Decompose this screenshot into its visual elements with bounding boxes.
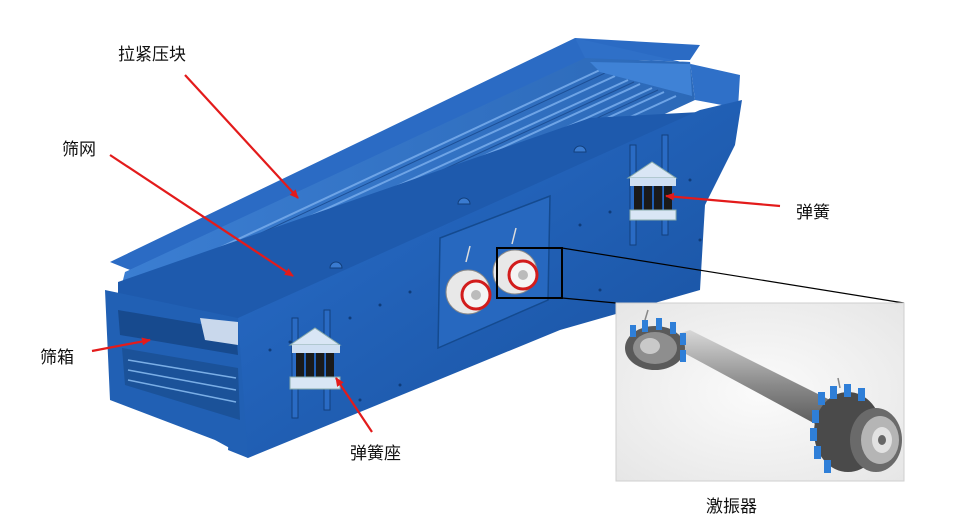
label-spring-seat: 弹簧座 xyxy=(350,444,401,464)
arrow-spring-seat xyxy=(335,377,373,433)
arrow-spring xyxy=(665,192,781,208)
arrow-clamp-block xyxy=(184,74,299,199)
exciter-flywheel-left xyxy=(625,318,686,370)
arrow-screen-box xyxy=(91,337,151,353)
label-spring: 弹簧 xyxy=(796,203,830,223)
label-clamp-block: 拉紧压块 xyxy=(118,45,186,65)
vibrating-screen-machine xyxy=(105,38,742,458)
label-screen-box: 筛箱 xyxy=(40,348,74,368)
leader-arrows xyxy=(91,74,781,433)
exciter-flywheel-right xyxy=(810,384,902,473)
label-screen-mesh: 筛网 xyxy=(62,140,96,160)
exciter-hub-right xyxy=(492,249,539,295)
exciter-highlight-box xyxy=(496,247,563,299)
exciter-hub-left xyxy=(445,269,492,315)
arrow-screen-mesh xyxy=(109,154,294,277)
spring-assembly-left xyxy=(288,309,342,419)
label-exciter: 激振器 xyxy=(706,497,757,517)
exciter-inset xyxy=(496,247,905,482)
